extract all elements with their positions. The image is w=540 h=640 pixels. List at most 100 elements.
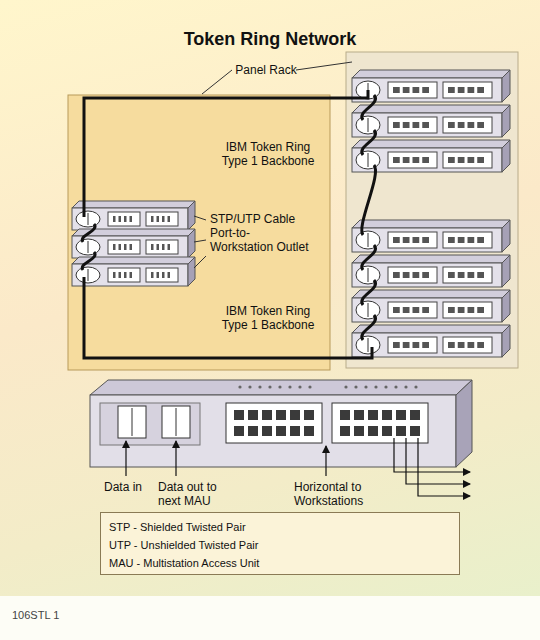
rj-port — [448, 307, 455, 313]
rj-port — [468, 122, 475, 128]
mau-unit — [352, 255, 510, 263]
port-block — [443, 117, 492, 133]
port-block — [388, 302, 437, 318]
rj-port — [477, 237, 484, 243]
port-block — [443, 267, 492, 283]
ring-port — [76, 267, 100, 283]
port-label: Data out to next MAU — [158, 480, 234, 508]
rj-port — [422, 272, 429, 278]
mau-unit — [502, 140, 510, 172]
rj-port — [234, 410, 244, 420]
port-block — [146, 268, 178, 282]
rj-port — [119, 216, 122, 222]
rj-port — [393, 272, 400, 278]
rj-port — [151, 272, 154, 278]
mau-unit — [72, 208, 188, 230]
backbone-label: IBM Token Ring Type 1 Backbone — [218, 140, 318, 168]
ring-port — [356, 336, 380, 354]
rj-port — [368, 410, 378, 420]
led — [308, 385, 311, 388]
ring-port — [368, 118, 369, 132]
rj-port — [393, 307, 400, 313]
led — [414, 385, 417, 388]
rj-port — [393, 157, 400, 163]
led — [238, 385, 241, 388]
mau-stack — [72, 70, 510, 357]
port-block — [443, 82, 492, 98]
rj-port — [448, 87, 455, 93]
rj-port — [448, 272, 455, 278]
ring-cable — [362, 245, 376, 270]
leader-line — [194, 62, 352, 268]
rj-port — [276, 426, 286, 436]
rj-port — [382, 410, 392, 420]
rj-port — [248, 410, 258, 420]
rj-port — [458, 122, 465, 128]
mau-detail — [90, 380, 472, 467]
cable-label: STP/UTP Cable Port-to-Workstation Outlet — [210, 212, 310, 254]
rj-port — [168, 216, 171, 222]
rj-port — [477, 342, 484, 348]
rj-port — [413, 237, 420, 243]
port-block — [108, 268, 140, 282]
rj-port — [458, 272, 465, 278]
ring-port — [88, 241, 89, 253]
rj-port — [162, 272, 165, 278]
rj-port — [119, 272, 122, 278]
led — [268, 385, 271, 388]
port-block — [443, 152, 492, 168]
led — [374, 385, 377, 388]
rj-port — [290, 426, 300, 436]
rj-port — [403, 342, 410, 348]
backbone-cable — [84, 90, 368, 217]
rj-port — [413, 87, 420, 93]
rj-port — [382, 426, 392, 436]
rj-port — [422, 122, 429, 128]
port-block — [108, 240, 140, 254]
rj-port — [130, 244, 133, 250]
port-block — [388, 82, 437, 98]
rj-port — [403, 307, 410, 313]
rj-port — [113, 216, 116, 222]
ring-port — [76, 239, 100, 255]
rj-port — [458, 87, 465, 93]
mau-unit — [72, 201, 195, 208]
led — [394, 385, 397, 388]
rj-port — [340, 426, 350, 436]
rj-port — [403, 122, 410, 128]
mau-unit — [502, 255, 510, 287]
led — [344, 385, 347, 388]
rj-port — [304, 426, 314, 436]
rj-port — [413, 157, 420, 163]
legend-entry: UTP - Unshielded Twisted Pair — [109, 538, 258, 552]
rj-port — [477, 272, 484, 278]
led — [278, 385, 281, 388]
port-block — [388, 267, 437, 283]
rj-port — [304, 410, 314, 420]
rj-port — [119, 244, 122, 250]
legend-entry: STP - Shielded Twisted Pair — [109, 520, 246, 534]
mau-unit — [352, 333, 502, 357]
ring-port — [368, 338, 369, 352]
rj-port — [234, 426, 244, 436]
ring-port — [88, 213, 89, 225]
rj-port — [393, 122, 400, 128]
led — [404, 385, 407, 388]
led — [288, 385, 291, 388]
mau-unit — [502, 325, 510, 357]
mau-unit — [352, 325, 510, 333]
rj-port — [477, 122, 484, 128]
rj-port — [403, 157, 410, 163]
rj-port — [168, 272, 171, 278]
mau-unit — [352, 220, 510, 228]
rj-port — [468, 342, 475, 348]
rj-port — [422, 342, 429, 348]
rj-port — [468, 157, 475, 163]
rj-port — [157, 216, 160, 222]
port-block — [443, 337, 492, 353]
rj-port — [151, 244, 154, 250]
rj-port — [396, 410, 406, 420]
rj-port — [276, 410, 286, 420]
mau-unit — [352, 105, 510, 113]
port-block — [388, 117, 437, 133]
